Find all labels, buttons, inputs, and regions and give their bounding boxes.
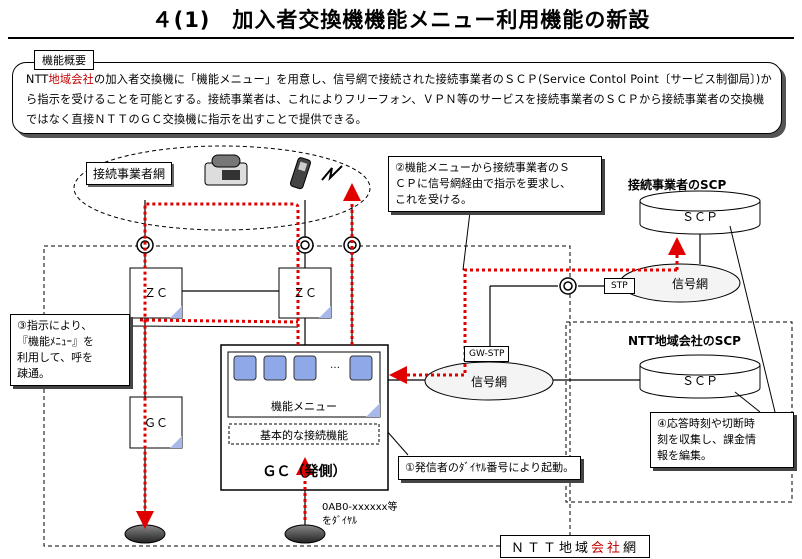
carrier-scp-cylinder	[639, 190, 761, 235]
callout-3-line: 疎通。	[17, 367, 50, 380]
call-routes	[136, 183, 686, 529]
zc-right-label: ＺＣ	[292, 286, 317, 300]
callout-3: ③指示により、 『機能ﾒﾆｭｰ』を 利用して、呼を 疎通。	[10, 314, 130, 386]
callout-4: ④応答時刻や切断時 刻を収集し、課金情 報を編集。	[650, 412, 794, 468]
ntt-scp-title: NTT地域会社のSCP	[628, 334, 741, 348]
title-rule	[8, 37, 794, 39]
overview-text-part: の加入者交換機に「機能メニュー」を用意し、信号網で接続された接続事業者のＳＣＰ(…	[26, 73, 772, 126]
mobile-phone-icon	[289, 157, 343, 190]
menu-ellipsis: …	[330, 360, 340, 371]
overview-text: NTT地域会社の加入者交換機に「機能メニュー」を用意し、信号網で接続された接続事…	[26, 70, 774, 130]
zc-box-left	[129, 267, 183, 319]
callout-2-line: ＣＰに信号網経由で指示を要求し、	[395, 177, 571, 190]
callout-3-line: ③指示により、	[17, 319, 93, 332]
route-scp-to-gc	[389, 268, 677, 384]
route-zc-link	[139, 318, 299, 324]
callout-1: ①発信者のﾀﾞｲﾔﾙ番号により起動。	[398, 456, 582, 480]
callout3-pointer	[119, 325, 299, 328]
callout1-pointer	[385, 429, 409, 456]
basic-function-box	[228, 423, 380, 445]
ntt-network-label-part: ＮＴＴ地域	[511, 541, 592, 556]
handset-icon-right	[284, 524, 326, 544]
signal-network-upper-label: 信号網	[671, 277, 708, 291]
dial-note-line2: をﾀﾞｲﾔﾙ	[322, 516, 357, 527]
overview-text-part-red: 地域会社	[48, 73, 95, 86]
zc-box-right	[278, 267, 332, 319]
overview-box	[12, 62, 782, 134]
ntt-network-label-part: 網	[623, 541, 640, 556]
callout-4-line: 報を編集。	[657, 449, 712, 462]
dial-note-line1: 0AB0-xxxxxx等	[322, 502, 398, 513]
callout4-pointer	[729, 225, 776, 413]
carrier-network-label: 接続事業者網	[86, 162, 173, 185]
menu-slots	[233, 355, 373, 381]
carrier-scp-title: 接続事業者のSCP	[628, 178, 727, 192]
gc-left-label: ＧＣ	[143, 416, 168, 430]
stp-label: STP	[604, 278, 635, 294]
page-title: ４(1) 加入者交換機機能メニュー利用機能の新設	[151, 8, 651, 32]
callout-3-line: 『機能ﾒﾆｭｰ』を	[17, 335, 94, 348]
gc-originating-label: ＧＣ（発側）	[262, 464, 347, 480]
route-via-carrier	[136, 202, 300, 529]
telephone-icon	[204, 154, 248, 186]
callout-4-line: ④応答時刻や切断時	[657, 417, 755, 430]
signal-network-lower	[424, 361, 554, 401]
basic-function-label: 基本的な接続機能	[260, 429, 348, 442]
callout4-pointer	[734, 391, 761, 413]
zc-left-label: ＺＣ	[143, 286, 168, 300]
ntt-scp-label: ＳＣＰ	[681, 374, 718, 388]
overview-label: 機能概要	[34, 50, 94, 70]
dial-note: 0AB0-xxxxxx等 をﾀﾞｲﾔﾙ	[322, 501, 398, 529]
overview-text-part: NTT	[26, 73, 49, 86]
function-menu-label: 機能メニュー	[271, 400, 337, 413]
callout-2: ②機能メニューから接続事業者のＳ ＣＰに信号網経由で指示を要求し、 これを受ける…	[388, 156, 602, 212]
handset-icon-left	[124, 524, 166, 544]
gw-stp-label: GW-STP	[464, 346, 510, 362]
ntt-network-label: ＮＴＴ地域会社網	[500, 535, 651, 558]
callout-4-line: 刻を収集し、課金情	[657, 433, 756, 446]
gc-box-left	[129, 396, 183, 449]
callout-2-line: ②機能メニューから接続事業者のＳ	[395, 161, 570, 174]
ntt-network-label-red: 会社	[591, 541, 624, 556]
carrier-scp-label: ＳＣＰ	[681, 210, 718, 224]
signal-network-lower-label: 信号網	[470, 375, 507, 389]
ntt-scp-cylinder	[639, 354, 761, 399]
callout2-pointer	[462, 211, 471, 271]
carrier-network-cloud	[73, 145, 371, 231]
callout-3-line: 利用して、呼を	[17, 351, 94, 364]
callout-2-line: これを受ける。	[395, 193, 472, 206]
